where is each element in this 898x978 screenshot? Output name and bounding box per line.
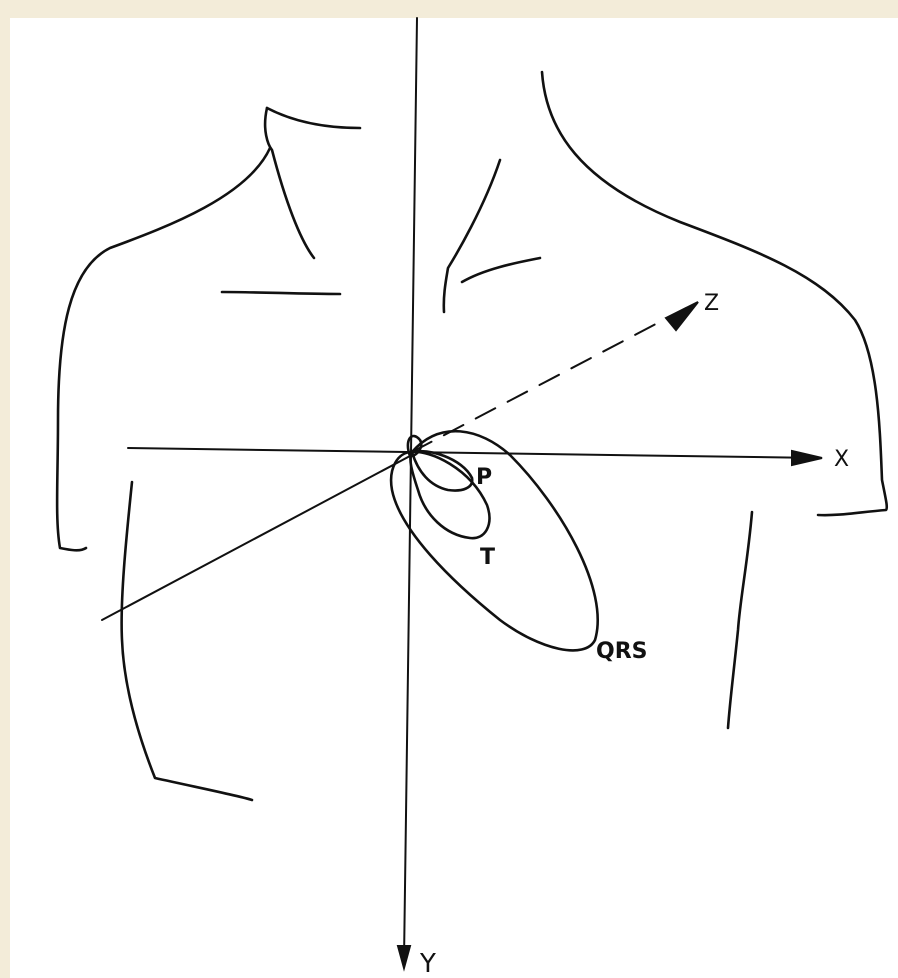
loops xyxy=(391,431,598,650)
p-loop xyxy=(412,451,472,490)
y-axis-label: Y xyxy=(419,949,436,978)
right-arm-line xyxy=(728,512,752,728)
left-clavicle xyxy=(222,292,340,294)
y-axis-line xyxy=(404,18,417,960)
x-axis-line xyxy=(128,448,820,458)
x-axis-label: X xyxy=(834,447,849,472)
qrs-loop-label: QRS xyxy=(596,639,648,664)
axes xyxy=(102,18,822,968)
p-loop-label: P xyxy=(476,465,492,490)
t-loop-label: T xyxy=(480,545,495,570)
left-arm-line xyxy=(122,482,252,800)
neck-right-outline xyxy=(444,160,500,312)
right-clavicle xyxy=(462,258,540,282)
neck-left-collar xyxy=(267,108,360,128)
z-axis-negative-line xyxy=(102,456,410,620)
y-axis-arrowhead xyxy=(398,946,410,968)
neck-left-outline xyxy=(265,108,314,258)
labels: X Y Z P T QRS xyxy=(419,291,849,978)
qrs-loop xyxy=(391,431,598,650)
z-axis-label: Z xyxy=(704,291,719,316)
left-shoulder-outline xyxy=(57,148,270,550)
torso-outline xyxy=(57,72,887,800)
x-axis-arrowhead xyxy=(792,451,822,465)
z-axis-arrowhead xyxy=(666,302,698,330)
